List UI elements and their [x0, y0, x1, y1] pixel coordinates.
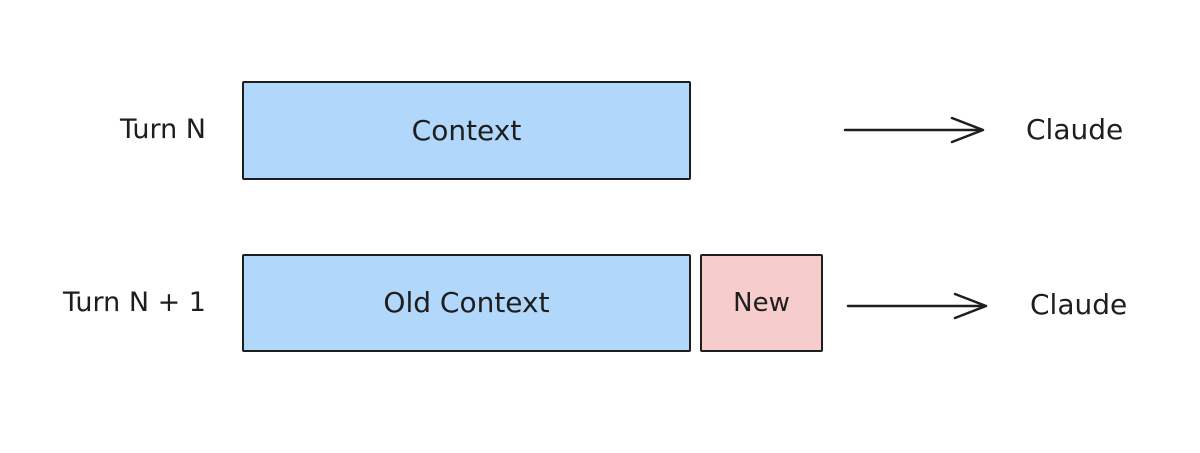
row-label-turn-n: Turn N — [119, 114, 206, 145]
target-claude: Claude — [1030, 288, 1128, 321]
arrow-right-icon — [840, 110, 990, 150]
context-box-label: Context — [411, 113, 522, 147]
old-context-box-label: Old Context — [383, 286, 550, 319]
new-box: New — [700, 254, 823, 352]
arrow-right-icon — [843, 286, 993, 326]
target-claude: Claude — [1026, 113, 1124, 146]
context-box: Context — [242, 81, 691, 180]
new-box-label: New — [733, 288, 790, 318]
row-label-turn-n-plus-1: Turn N + 1 — [63, 287, 206, 318]
old-context-box: Old Context — [242, 254, 691, 352]
